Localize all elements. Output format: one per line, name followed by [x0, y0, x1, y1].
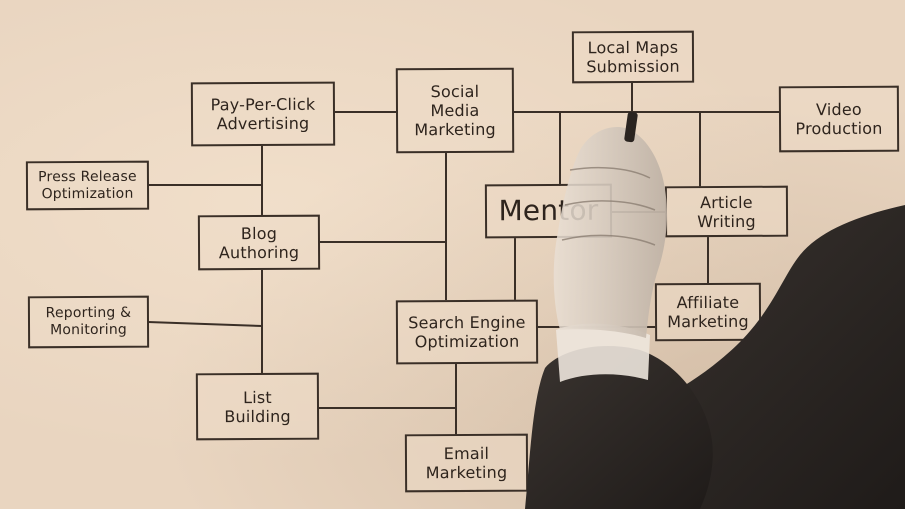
connector-line: [147, 321, 263, 327]
finger-crease: [561, 234, 656, 246]
shirt-cuff: [556, 323, 650, 382]
hand: [553, 126, 667, 338]
suit-sleeve: [525, 346, 713, 509]
marker-pen: [624, 111, 638, 143]
finger-crease: [569, 166, 651, 179]
finger-crease: [564, 200, 656, 211]
